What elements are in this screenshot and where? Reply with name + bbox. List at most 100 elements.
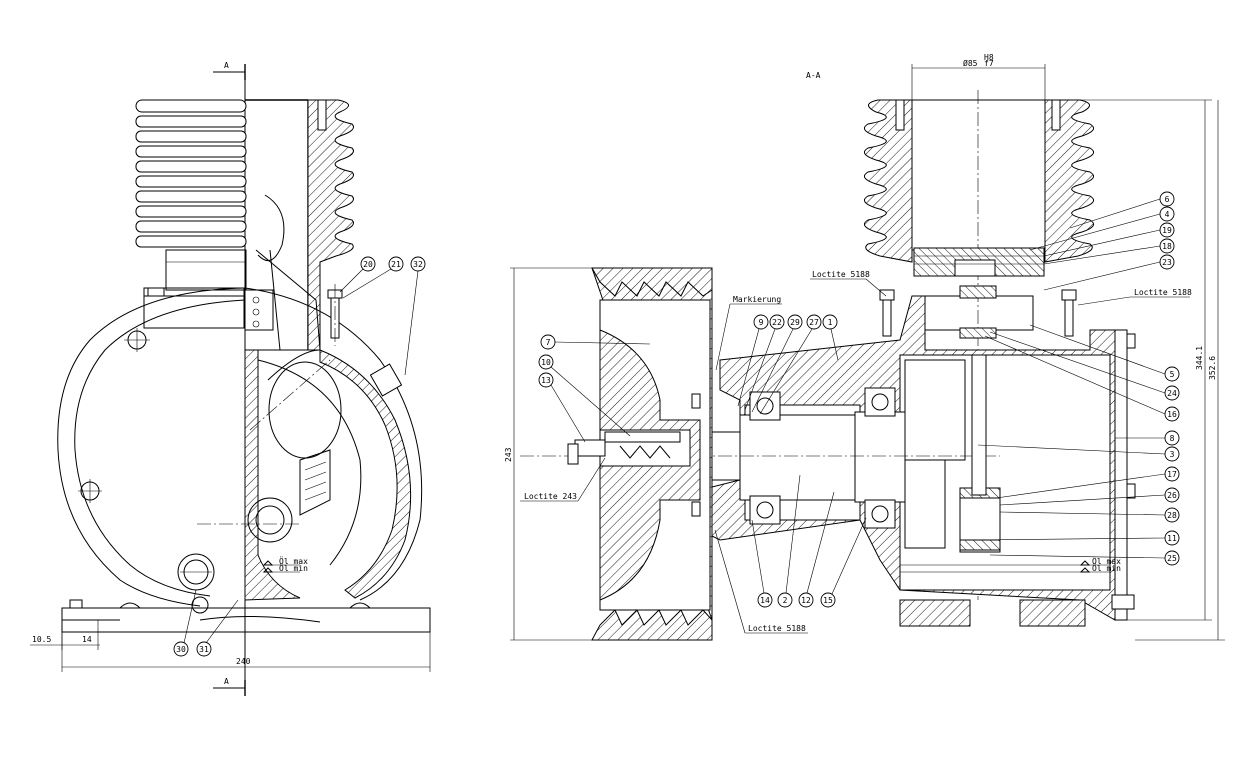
- bubble-19: 19: [1043, 222, 1175, 257]
- bubble-4: 4: [1029, 206, 1175, 251]
- svg-text:Loctite 243: Loctite 243: [524, 492, 577, 501]
- dim-14-text: 14: [82, 635, 92, 644]
- bubble-21: 21: [342, 256, 404, 299]
- note-loctite-5188-b: Loctite 5188: [1077, 288, 1192, 306]
- bubble-18: 18: [1043, 238, 1175, 265]
- svg-text:3: 3: [1170, 450, 1175, 459]
- bubble-2: 2: [777, 474, 801, 608]
- svg-text:Loctite 5188: Loctite 5188: [1134, 288, 1192, 297]
- svg-text:21: 21: [391, 260, 401, 269]
- svg-text:10: 10: [541, 358, 551, 367]
- svg-text:17: 17: [1167, 470, 1177, 479]
- dim-bore-diameter: Ø85 H8 f7: [911, 53, 1046, 100]
- pulley: [567, 267, 713, 641]
- dim-240: 240: [61, 632, 431, 672]
- section-marker-bottom: A: [213, 677, 246, 696]
- svg-text:26: 26: [1167, 491, 1177, 500]
- bubble-11: 11: [969, 530, 1180, 546]
- svg-text:8: 8: [1170, 434, 1175, 443]
- svg-text:Loctite 5188: Loctite 5188: [812, 270, 870, 279]
- svg-text:19: 19: [1162, 226, 1172, 235]
- cylinder-section: [863, 90, 1095, 600]
- note-loctite-5188-a: Loctite 5188: [810, 270, 887, 297]
- cylinder-fins: [135, 99, 247, 291]
- svg-text:27: 27: [809, 318, 819, 327]
- svg-text:2: 2: [783, 596, 788, 605]
- dim-243-text: 243: [504, 447, 513, 462]
- svg-text:23: 23: [1162, 258, 1172, 267]
- crankcase-section-left: [244, 194, 423, 601]
- svg-text:20: 20: [363, 260, 373, 269]
- bubble-12: 12: [798, 491, 835, 608]
- oil-min-label-section: Öl min: [1092, 563, 1121, 573]
- bubble-13: 13: [538, 372, 586, 443]
- oil-level-marks-section: Öl max Öl min: [1079, 556, 1121, 573]
- svg-text:9: 9: [759, 318, 764, 327]
- dim-bore-tol-upper: H8: [984, 53, 994, 62]
- bubble-1: 1: [822, 314, 839, 361]
- section-view: A-A Ø85 H8 f7: [504, 53, 1225, 641]
- bubble-14: 14: [751, 519, 773, 608]
- bubble-7: 7: [540, 334, 651, 350]
- svg-text:18: 18: [1162, 242, 1172, 251]
- oil-max-label-left: Öl max: [279, 556, 308, 566]
- note-loctite-5188-c: Loctite 5188: [714, 529, 808, 634]
- bubble-8: 8: [1115, 430, 1180, 446]
- svg-text:15: 15: [823, 596, 833, 605]
- svg-text:24: 24: [1167, 389, 1177, 398]
- rod-centerline: [249, 359, 331, 431]
- bubble-28: 28: [999, 507, 1180, 523]
- svg-text:Markierung: Markierung: [733, 295, 781, 304]
- bubble-6: 6: [1069, 191, 1175, 229]
- left-view: A A: [30, 61, 431, 696]
- svg-text:16: 16: [1167, 410, 1177, 419]
- section-letter-bottom: A: [224, 677, 229, 686]
- oil-max-label-section: Öl max: [1092, 556, 1121, 566]
- svg-text:11: 11: [1167, 534, 1177, 543]
- cylinder-bolt: [327, 284, 343, 346]
- note-loctite-243: Loctite 243: [520, 457, 606, 502]
- svg-text:31: 31: [199, 645, 209, 654]
- svg-text:1: 1: [828, 318, 833, 327]
- dim-bore-tol-lower: f7: [984, 59, 994, 68]
- svg-text:22: 22: [772, 318, 782, 327]
- svg-text:7: 7: [546, 338, 551, 347]
- oil-min-label-left: Öl min: [279, 563, 308, 573]
- bubble-17: 17: [995, 466, 1180, 499]
- svg-text:32: 32: [413, 260, 423, 269]
- section-bolts: [691, 289, 1136, 610]
- bubble-29: 29: [751, 314, 803, 413]
- bubble-27: 27: [759, 314, 822, 415]
- note-markierung: Markierung: [715, 295, 782, 371]
- bubble-22: 22: [744, 314, 785, 411]
- svg-text:28: 28: [1167, 511, 1177, 520]
- svg-text:13: 13: [541, 376, 551, 385]
- bubble-3: 3: [977, 444, 1180, 462]
- bubble-20: 20: [339, 256, 376, 293]
- cylinder-section-left: [245, 99, 354, 351]
- bubble-24: 24: [989, 331, 1180, 401]
- piston: [913, 247, 1045, 339]
- base-plate-left: [61, 599, 431, 633]
- bubble-31: 31: [196, 599, 239, 657]
- dim-344-1-text: 344.1: [1195, 346, 1204, 370]
- svg-text:14: 14: [760, 596, 770, 605]
- bubble-10: 10: [538, 354, 631, 437]
- section-letter-top: A: [224, 61, 229, 70]
- section-title: A-A: [806, 71, 821, 80]
- svg-text:Loctite 5188: Loctite 5188: [748, 624, 806, 633]
- bubble-25: 25: [989, 550, 1180, 566]
- svg-text:25: 25: [1167, 554, 1177, 563]
- bubble-9: 9: [737, 314, 769, 407]
- svg-text:4: 4: [1165, 210, 1170, 219]
- bubble-15: 15: [820, 517, 867, 608]
- svg-text:6: 6: [1165, 195, 1170, 204]
- dim-352-6-text: 352.6: [1208, 356, 1217, 380]
- dim-bore-text: Ø85: [963, 58, 978, 68]
- svg-text:29: 29: [790, 318, 800, 327]
- oil-level-marks-left: Öl max Öl min: [262, 556, 308, 573]
- section-marker-top: A: [213, 61, 246, 80]
- bubble-30: 30: [173, 589, 197, 657]
- bubble-5: 5: [1029, 324, 1180, 382]
